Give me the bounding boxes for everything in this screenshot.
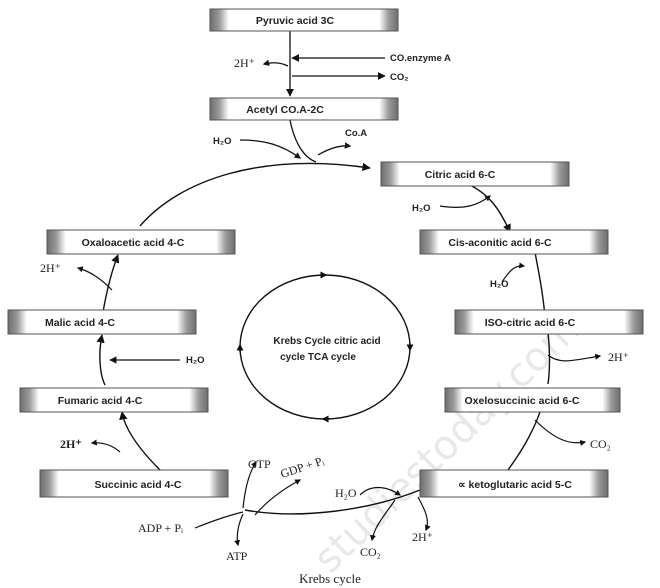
arc-oxalo-to-citric [139, 162, 371, 227]
box-malic-label: Malic acid 4-C [45, 317, 115, 329]
box-pyruvic-label: Pyruvic acid 3C [256, 15, 335, 27]
label-h2o-acetyl: H₂O [213, 136, 231, 147]
watermark-text: studiestoday.com [305, 306, 589, 582]
box-succinic: Succinic acid 4-C [39, 469, 229, 498]
2h-oxalo-arrow [76, 266, 113, 291]
h2o-acetyl-arrow [239, 139, 302, 159]
arc-malic-to-oxalo [102, 254, 120, 313]
atp-arrow [234, 513, 244, 547]
box-oxaloacetic-label: Oxaloacetic acid 4-C [82, 237, 185, 249]
arc-iso-to-oxalosuccinic [547, 332, 551, 385]
top-pathway [239, 30, 386, 163]
h2o-keto-arrow [359, 486, 401, 496]
h2o-citric-arrow [439, 195, 491, 208]
arc-oxalosuccinic-to-keto [507, 411, 541, 471]
gtp-arrow [242, 460, 257, 509]
box-acetyl: Acetyl CO.A-2C [209, 97, 399, 121]
coa-release-arrow [317, 142, 352, 156]
box-cis-aconitic: Cis-aconitic acid 6-C [419, 229, 609, 255]
inner-cycle [236, 271, 414, 423]
arc-citric-to-cis [469, 184, 511, 233]
box-citric: Citric acid 6-C [380, 161, 570, 187]
label-co-enzyme-a: CO.enzyme A [390, 53, 451, 64]
box-ketoglutaric-label: ∝ ketoglutaric acid 5-C [458, 479, 572, 491]
box-oxaloacetic: Oxaloacetic acid 4-C [46, 229, 236, 255]
label-coa: Co.A [345, 128, 367, 139]
box-citric-label: Citric acid 6-C [425, 169, 496, 181]
label-adp: ADP + Pᵢ [138, 521, 183, 535]
adp-line [194, 511, 244, 529]
label-h2o-keto: H₂O [335, 486, 357, 500]
box-pyruvic: Pyruvic acid 3C [209, 8, 399, 32]
box-acetyl-label: Acetyl CO.A-2C [246, 104, 324, 116]
center-label-line1: Krebs Cycle citric acid [273, 336, 380, 347]
inner-cycle-circle [239, 274, 411, 420]
box-oxalosuccinic: Oxelosuccinic acid 6-C [444, 387, 621, 413]
box-fumaric-label: Fumaric acid 4-C [58, 395, 143, 407]
co2-oxalo-arrow [534, 419, 587, 446]
label-2h-oxalo: 2H⁺ [40, 261, 61, 275]
box-cis-aconitic-label: Cis-aconitic acid 6-C [448, 237, 552, 249]
2h-iso-arrow [547, 353, 602, 362]
2h-succinic-arrow [90, 439, 121, 453]
arc-cis-to-iso [534, 251, 549, 319]
box-iso-citric: ISO-citric acid 6-C [454, 309, 644, 335]
label-2h-iso: 2H⁺ [608, 350, 629, 364]
gdp-arrow [254, 479, 302, 516]
label-2h-succinic: 2H⁺ [60, 437, 82, 451]
label-h2o-malic: H₂O [186, 355, 204, 366]
arc-succinic-to-fumaric [119, 411, 161, 471]
label-2h-top: 2H⁺ [234, 56, 255, 70]
center-label-line2: cycle TCA cycle [280, 352, 356, 363]
box-fumaric: Fumaric acid 4-C [19, 387, 209, 413]
side-reactions [76, 195, 602, 547]
label-h2o-cis: H₂O [490, 279, 508, 290]
diagram-caption: Krebs cycle [299, 571, 361, 586]
label-co2-oxalo: CO₂ [590, 437, 611, 451]
arc-fumaric-to-malic [96, 334, 106, 386]
label-co2-top: CO₂ [390, 72, 408, 83]
2h-keto-arrow [417, 496, 431, 532]
box-succinic-label: Succinic acid 4-C [95, 479, 182, 491]
label-gdp: GDP + Pᵢ [279, 454, 326, 481]
label-co2-keto: CO₂ [360, 545, 381, 559]
h2o-cis-arrow [501, 262, 526, 283]
arc-keto-to-succinic [244, 489, 421, 515]
label-gtp: GTP [248, 457, 271, 471]
box-iso-citric-label: ISO-citric acid 6-C [485, 317, 576, 329]
cycle-arc [96, 162, 551, 515]
label-h2o-citric: H₂O [412, 203, 430, 214]
acetyl-to-cycle-line [289, 119, 317, 163]
2h-release-arrow [262, 59, 289, 67]
label-atp: ATP [226, 549, 248, 563]
label-2h-keto: 2H⁺ [412, 530, 433, 544]
box-ketoglutaric: ∝ ketoglutaric acid 5-C [419, 469, 609, 498]
co2-keto-arrow [370, 499, 396, 542]
box-malic: Malic acid 4-C [7, 309, 197, 335]
box-oxalosuccinic-label: Oxelosuccinic acid 6-C [465, 395, 580, 407]
